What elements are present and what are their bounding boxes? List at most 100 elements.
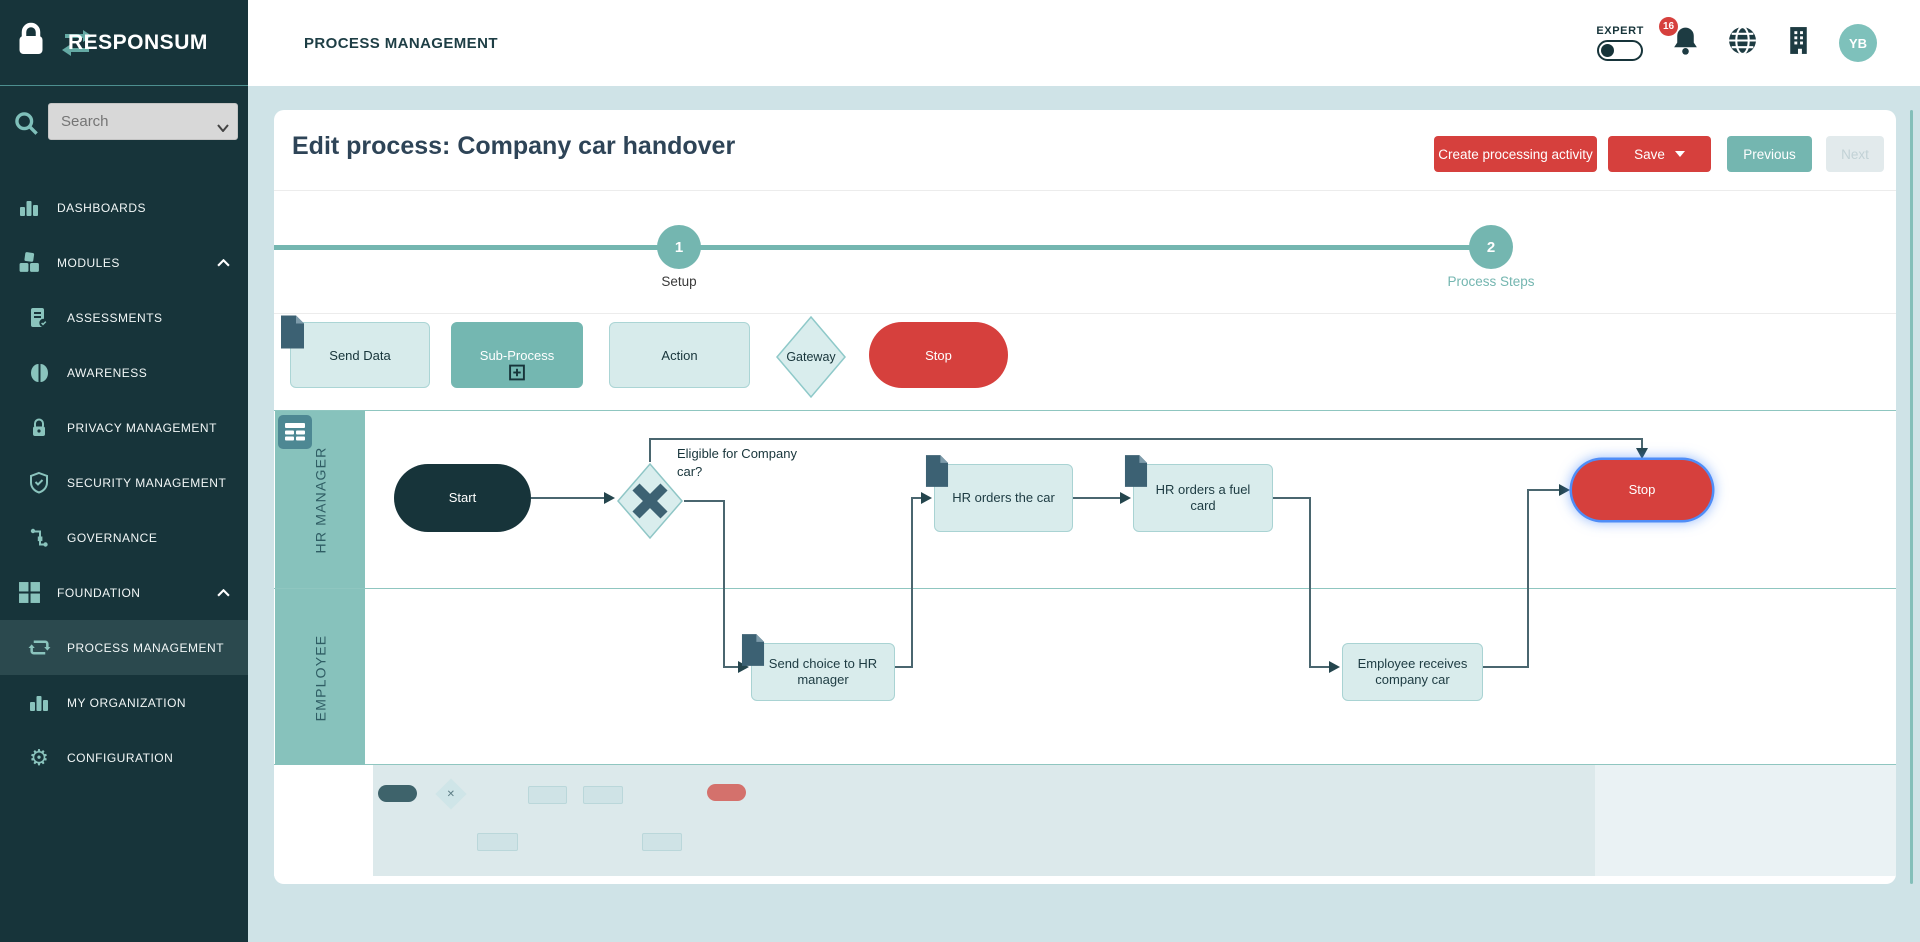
notifications-button[interactable]: 16 [1659, 17, 1700, 61]
brand-name: RESPONSUM [68, 30, 208, 54]
minimap: ✕ [274, 765, 1896, 876]
palette-gateway[interactable]: Gateway [775, 315, 847, 399]
grid-icon [16, 581, 42, 604]
node-hr-orders-car[interactable]: HR orders the car [934, 464, 1073, 532]
lane-divider [274, 588, 1896, 589]
bar-chart-icon [26, 692, 52, 714]
minimap-task-node [642, 833, 682, 851]
lane-table-icon[interactable] [278, 415, 312, 454]
expert-toggle[interactable] [1597, 40, 1644, 61]
sidebar-item-configuration[interactable]: ⚙ CONFIGURATION [0, 730, 248, 785]
next-button[interactable]: Next [1826, 136, 1884, 172]
flow-edges [531, 438, 1648, 673]
minimap-stop-node [707, 784, 746, 801]
arrowhead [1559, 484, 1570, 496]
divider [274, 313, 1896, 314]
bell-icon [1671, 27, 1700, 60]
bar-chart-icon [16, 197, 42, 219]
sidebar-item-label: PRIVACY MANAGEMENT [67, 420, 217, 435]
organization-building-button[interactable] [1785, 25, 1812, 61]
shape-palette: Send Data Sub-Process Action Gateway Sto… [274, 313, 1896, 410]
stepper-line [274, 245, 1491, 250]
save-label: Save [1634, 146, 1665, 162]
breadcrumb: PROCESS MANAGEMENT [304, 34, 498, 52]
minimap-task-node [477, 833, 518, 851]
gear-icon: ⚙ [29, 744, 49, 770]
flow-icon [26, 526, 52, 549]
sidebar-item-dashboards[interactable]: DASHBOARDS [0, 180, 248, 235]
palette-action[interactable]: Action [609, 322, 750, 388]
chevron-down-icon [217, 119, 229, 137]
chevron-up-icon [217, 584, 230, 602]
sidebar-item-label: SECURITY MANAGEMENT [67, 475, 227, 490]
document-icon [741, 633, 765, 672]
minimap-gateway-node: ✕ [435, 778, 467, 810]
sidebar-item-label: MODULES [57, 255, 120, 270]
lock-icon [26, 417, 52, 438]
gateway-question-label: Eligible for Company car? [677, 446, 797, 479]
node-send-choice[interactable]: Send choice to HR manager [751, 643, 895, 701]
sidebar-item-my-organization[interactable]: MY ORGANIZATION [0, 675, 248, 730]
brand-logo[interactable]: RESPONSUM [62, 29, 208, 56]
caret-down-icon [1674, 151, 1685, 157]
sidebar-item-label: FOUNDATION [57, 585, 141, 600]
minimap-task-node [528, 786, 567, 804]
node-stop-selected[interactable]: Stop [1572, 460, 1712, 520]
search-input[interactable] [49, 104, 237, 139]
clipboard-check-icon [26, 306, 52, 329]
search-icon [13, 110, 40, 142]
minimap-viewport[interactable]: ✕ [373, 765, 1595, 876]
process-canvas[interactable]: HR MANAGER EMPLOYEE [274, 410, 1896, 766]
refresh-arrows-icon [60, 28, 94, 63]
palette-sub-process[interactable]: Sub-Process [451, 322, 583, 388]
sidebar-item-label: PROCESS MANAGEMENT [67, 640, 225, 655]
edge-sendchoice-ordercar [895, 497, 921, 668]
sidebar-nav: DASHBOARDS MODULES ASSESSMENTS AWARENESS… [0, 180, 248, 785]
sidebar-item-awareness[interactable]: AWARENESS [0, 345, 248, 400]
search-select[interactable] [48, 103, 238, 140]
step-2-circle[interactable]: 2 [1469, 225, 1513, 269]
language-globe-button[interactable] [1727, 25, 1758, 61]
sidebar-item-foundation[interactable]: FOUNDATION [0, 565, 248, 620]
node-start[interactable]: Start [394, 464, 531, 532]
edge-gateway-stop [649, 438, 1643, 462]
notification-badge: 16 [1659, 17, 1678, 36]
sidebar-item-label: AWARENESS [67, 365, 148, 380]
topbar: PROCESS MANAGEMENT EXPERT 16 YB [248, 0, 1920, 86]
sidebar-item-privacy-management[interactable]: PRIVACY MANAGEMENT [0, 400, 248, 455]
user-avatar[interactable]: YB [1839, 24, 1877, 62]
minimap-start-node [378, 785, 417, 802]
lane-employee: EMPLOYEE [275, 589, 365, 766]
edge-receivecar-stop [1483, 489, 1559, 668]
arrowhead [1329, 661, 1340, 673]
previous-button[interactable]: Previous [1727, 136, 1812, 172]
divider [274, 190, 1896, 191]
node-hr-orders-fuel-card[interactable]: HR orders a fuel card [1133, 464, 1273, 532]
sidebar-item-label: ASSESSMENTS [67, 310, 163, 325]
palette-stop[interactable]: Stop [869, 322, 1008, 388]
arrowhead [738, 661, 749, 673]
plus-box-icon [509, 364, 526, 384]
sidebar-item-governance[interactable]: GOVERNANCE [0, 510, 248, 565]
main-area: Edit process: Company car handover Creat… [248, 86, 1920, 942]
arrowhead [921, 492, 932, 504]
node-gateway[interactable] [616, 462, 684, 540]
scrollbar[interactable] [1910, 110, 1913, 884]
node-employee-receives-car[interactable]: Employee receives company car [1342, 643, 1483, 701]
create-processing-activity-button[interactable]: Create processing activity [1434, 136, 1597, 172]
sidebar-item-assessments[interactable]: ASSESSMENTS [0, 290, 248, 345]
save-button[interactable]: Save [1608, 136, 1711, 172]
brain-icon [26, 362, 52, 384]
topbar-controls: EXPERT 16 YB [1596, 17, 1877, 62]
toggle-knob [1601, 43, 1615, 57]
step-1-circle[interactable]: 1 [657, 225, 701, 269]
sidebar-item-modules[interactable]: MODULES [0, 235, 248, 290]
palette-send-data[interactable]: Send Data [290, 322, 430, 388]
sidebar-item-process-management[interactable]: PROCESS MANAGEMENT [0, 620, 248, 675]
sidebar-item-security-management[interactable]: SECURITY MANAGEMENT [0, 455, 248, 510]
palette-sub-process-label: Sub-Process [479, 347, 555, 363]
loop-icon [26, 636, 52, 659]
minimap-task-node [583, 786, 623, 804]
expert-toggle-group: EXPERT [1596, 25, 1644, 61]
